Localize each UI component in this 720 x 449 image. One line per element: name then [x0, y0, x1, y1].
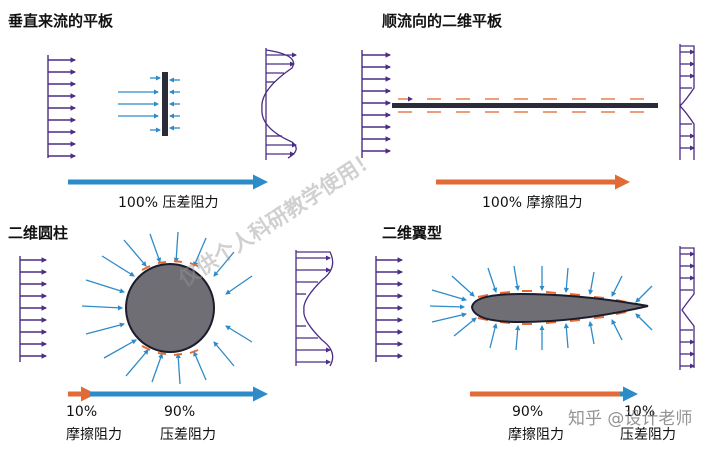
airfoil-pressure-arrows [429, 265, 653, 351]
airfoil-friction-pct: 90% [512, 404, 544, 420]
brand-watermark: 知乎 @设计老师 [568, 409, 693, 429]
cylinder-body [125, 263, 215, 353]
cylinder-pressure-arrows [81, 231, 253, 385]
cylinder-friction-pct: 10% [66, 404, 98, 420]
cylinder-friction-label: 摩擦阻力 [66, 427, 122, 443]
vertical-plate [118, 72, 180, 136]
wake-profile-1 [261, 48, 298, 160]
airfoil-panel [375, 246, 696, 402]
wake-profile-2 [679, 44, 696, 160]
airfoil-body [470, 292, 649, 324]
cylinder-friction-arrows [141, 260, 199, 356]
airfoil-friction-label: 摩擦阻力 [508, 427, 564, 443]
cylinder-panel [19, 231, 334, 402]
wake-profile-3 [295, 250, 334, 367]
parallel-plate-title: 顺流向的二维平板 [382, 12, 503, 30]
cylinder-pressure-label: 压差阻力 [160, 427, 216, 443]
incoming-flow-profile-2 [361, 50, 392, 158]
wake-profile-4 [679, 246, 696, 370]
airfoil-title: 二维翼型 [382, 224, 443, 242]
cylinder-title: 二维圆柱 [8, 224, 69, 242]
perpendicular-plate-title: 垂直来流的平板 [8, 12, 114, 30]
parallel-plate-drag-label: 100% 摩擦阻力 [482, 195, 583, 211]
perpendicular-plate-panel [47, 48, 298, 190]
cylinder-pressure-pct: 90% [164, 404, 196, 420]
parallel-plate-panel [361, 44, 696, 190]
incoming-flow-profile-4 [375, 256, 404, 362]
perpendicular-plate-drag-label: 100% 压差阻力 [118, 195, 219, 211]
airfoil-pressure-label: 压差阻力 [620, 427, 676, 443]
incoming-flow-profile-3 [19, 256, 48, 362]
horizontal-plate [392, 96, 658, 113]
airfoil-pressure-pct: 10% [624, 404, 656, 420]
incoming-flow-profile-1 [47, 55, 77, 159]
